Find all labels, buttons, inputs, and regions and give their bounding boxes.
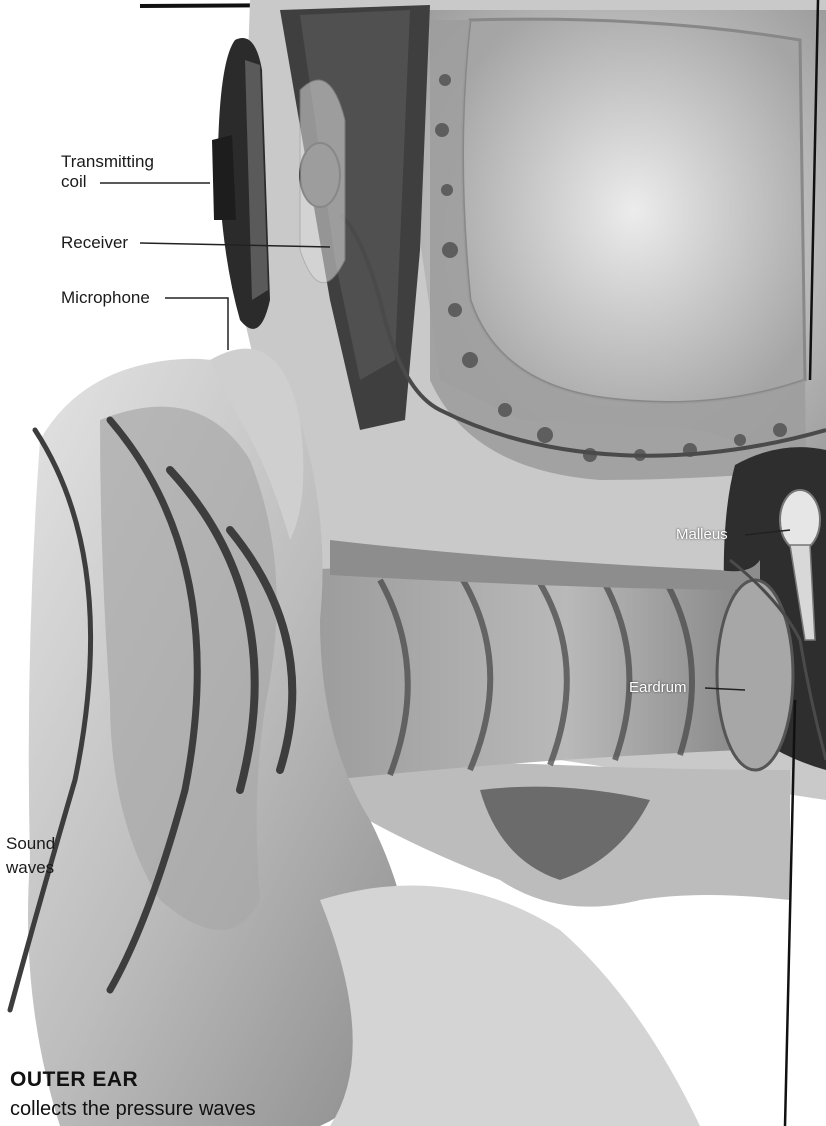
label-eardrum: Eardrum (629, 678, 687, 698)
cranial-cavity (463, 19, 806, 402)
caption-heading: OUTER EAR (10, 1068, 138, 1092)
label-receiver: Receiver (61, 233, 128, 253)
label-microphone: Microphone (61, 288, 150, 308)
label-transmitting-coil-line2: coil (61, 172, 87, 192)
eardrum-membrane (717, 580, 793, 770)
label-transmitting-coil-line1: Transmitting (61, 152, 154, 172)
transmitting-coil-device (212, 38, 270, 329)
label-sound-waves-line2: waves (6, 858, 54, 878)
malleus-bone (780, 490, 820, 550)
label-malleus: Malleus (676, 525, 728, 545)
caption-text: collects the pressure waves (10, 1098, 256, 1121)
label-sound-waves-line1: Sound (6, 834, 55, 854)
